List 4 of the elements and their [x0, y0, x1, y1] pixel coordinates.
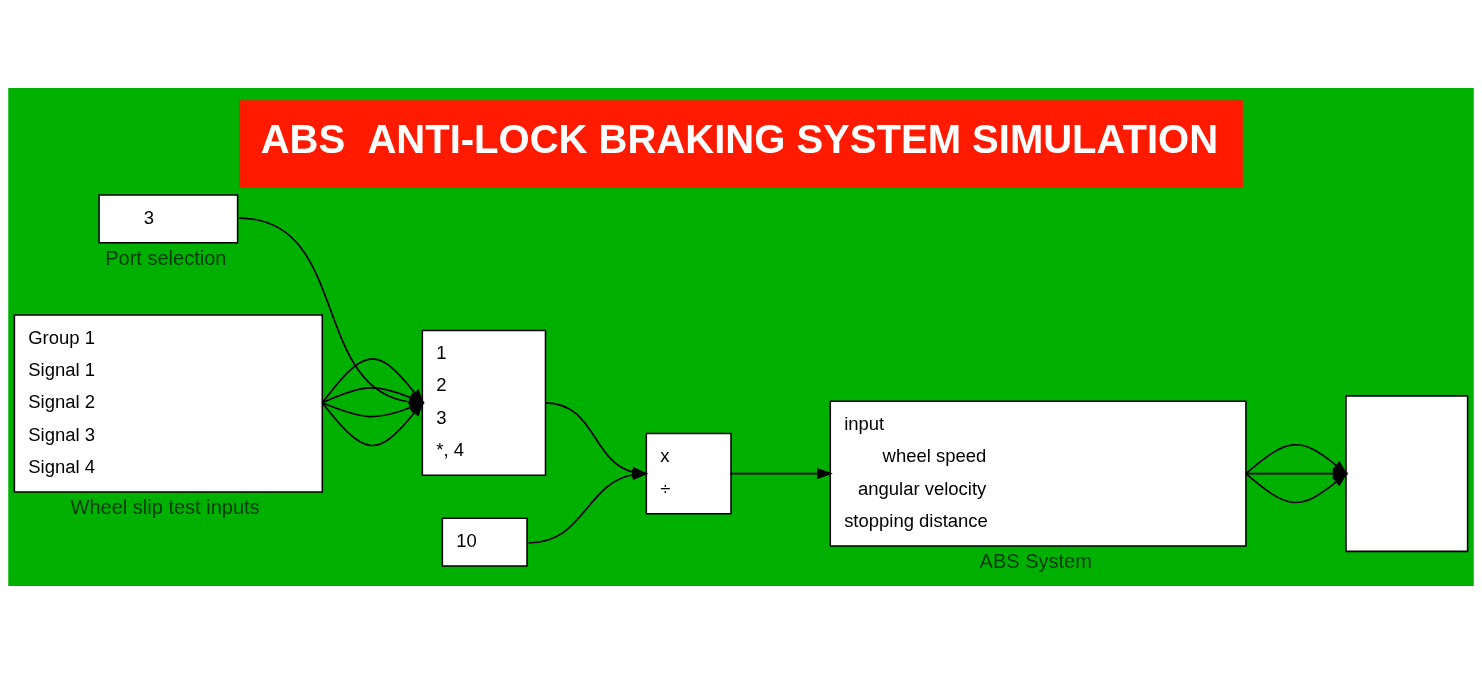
diagram-title: ABS ANTI-LOCK BRAKING SYSTEM SIMULATION — [260, 116, 1219, 161]
node-label: Port selection — [105, 246, 227, 269]
node-label: Wheel slip test inputs — [70, 495, 260, 518]
node-label: ABS System — [979, 549, 1092, 572]
